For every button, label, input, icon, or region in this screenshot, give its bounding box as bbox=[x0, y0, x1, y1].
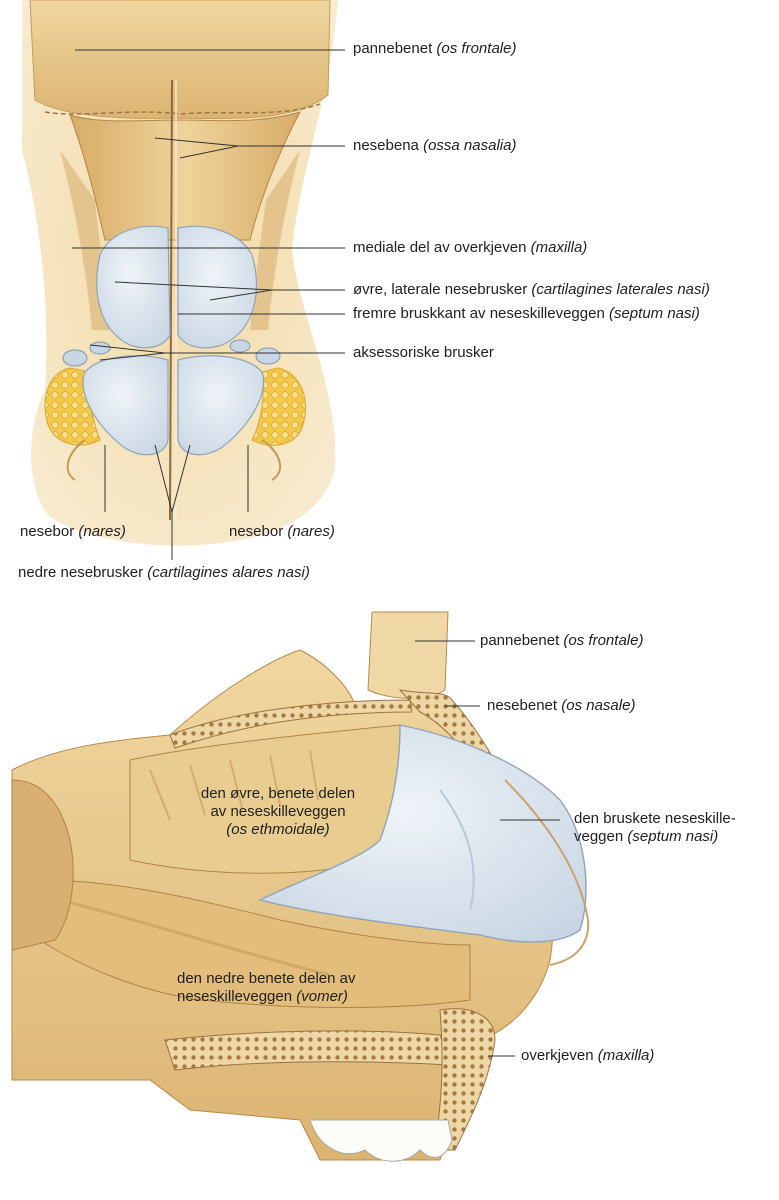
label-latin: (os frontale) bbox=[436, 40, 517, 57]
label-latin: (septum nasi) bbox=[608, 305, 700, 322]
label-text: fremre bruskkant av neseskilleveggen bbox=[353, 305, 609, 322]
label-septum-edge: fremre bruskkant av neseskilleveggen (se… bbox=[353, 305, 700, 323]
vomer bbox=[39, 879, 471, 1008]
label-line: veggen bbox=[574, 828, 628, 845]
leader-lines bbox=[72, 49, 560, 1057]
label-nares-left: nesebor (nares) bbox=[20, 523, 126, 541]
label-text: nesebor bbox=[20, 523, 79, 540]
label-lateral-cartilages: øvre, laterale nesebrusker (cartilagines… bbox=[353, 281, 710, 299]
nasal-bones bbox=[69, 111, 301, 241]
label-latin: (os frontale) bbox=[563, 632, 644, 649]
label-line: den bruskete neseskille- bbox=[574, 810, 736, 827]
label-alar-cartilages: nedre nesebrusker (cartilagines alares n… bbox=[18, 564, 310, 582]
label-text: pannebenet bbox=[353, 40, 437, 57]
label-nasal-bones: nesebena (ossa nasalia) bbox=[353, 137, 516, 155]
sagittal-view bbox=[11, 611, 590, 1162]
label-line: den øvre, benete delen bbox=[200, 785, 356, 802]
label-latin: (maxilla) bbox=[597, 1047, 655, 1064]
label-text: nesebena bbox=[353, 137, 424, 154]
label-ethmoid: den øvre, benete delen av neseskillevegg… bbox=[188, 785, 368, 839]
lateral-cartilage-left bbox=[96, 225, 171, 349]
label-text: mediale del av overkjeven bbox=[353, 239, 531, 256]
label-latin: (ossa nasalia) bbox=[423, 137, 517, 154]
label-line: neseskilleveggen bbox=[177, 988, 297, 1005]
teeth bbox=[309, 1119, 453, 1162]
accessory-cartilage-right bbox=[255, 347, 281, 365]
label-text: overkjeven bbox=[521, 1047, 598, 1064]
label-text: pannebenet bbox=[480, 632, 564, 649]
accessory-cartilage-left bbox=[62, 349, 88, 367]
sagittal-frontal-bone bbox=[367, 611, 449, 699]
label-septal-cartilage: den bruskete neseskille- veggen (septum … bbox=[574, 810, 736, 846]
label-latin: (nares) bbox=[78, 523, 126, 540]
label-side-maxilla: overkjeven (maxilla) bbox=[521, 1047, 654, 1065]
label-side-nasal-bone: nesebenet (os nasale) bbox=[487, 697, 635, 715]
label-text: øvre, laterale nesebrusker bbox=[353, 281, 532, 298]
alar-cartilage-right bbox=[177, 355, 265, 456]
label-latin: (septum nasi) bbox=[627, 828, 719, 845]
label-latin: (nares) bbox=[287, 523, 335, 540]
septal-cartilage bbox=[257, 724, 587, 943]
label-latin: (os ethmoidale) bbox=[226, 821, 330, 838]
label-latin: (cartilagines laterales nasi) bbox=[531, 281, 710, 298]
label-text: nesebenet bbox=[487, 697, 562, 714]
alar-cartilage-left bbox=[82, 355, 169, 456]
label-latin: (cartilagines alares nasi) bbox=[147, 564, 310, 581]
front-view bbox=[22, 0, 338, 546]
label-text: nesebor bbox=[229, 523, 288, 540]
label-frontal-bone: pannebenet (os frontale) bbox=[353, 40, 516, 58]
ala-fat-right bbox=[251, 367, 306, 446]
frontal-bone bbox=[29, 0, 331, 120]
label-maxilla: mediale del av overkjeven (maxilla) bbox=[353, 239, 587, 257]
label-line: av neseskilleveggen bbox=[210, 803, 346, 820]
label-text: nedre nesebrusker bbox=[18, 564, 148, 581]
label-vomer: den nedre benete delen av neseskillevegg… bbox=[177, 970, 355, 1006]
label-latin: (os nasale) bbox=[561, 697, 636, 714]
label-accessory-cartilages: aksessoriske brusker bbox=[353, 344, 494, 362]
label-latin: (vomer) bbox=[296, 988, 348, 1005]
label-side-frontal-bone: pannebenet (os frontale) bbox=[480, 632, 643, 650]
sagittal-maxilla bbox=[434, 1008, 496, 1151]
label-line: den nedre benete delen av bbox=[177, 970, 356, 987]
label-latin: (maxilla) bbox=[530, 239, 588, 256]
label-nares-right: nesebor (nares) bbox=[229, 523, 335, 541]
label-text: aksessoriske brusker bbox=[353, 344, 494, 361]
